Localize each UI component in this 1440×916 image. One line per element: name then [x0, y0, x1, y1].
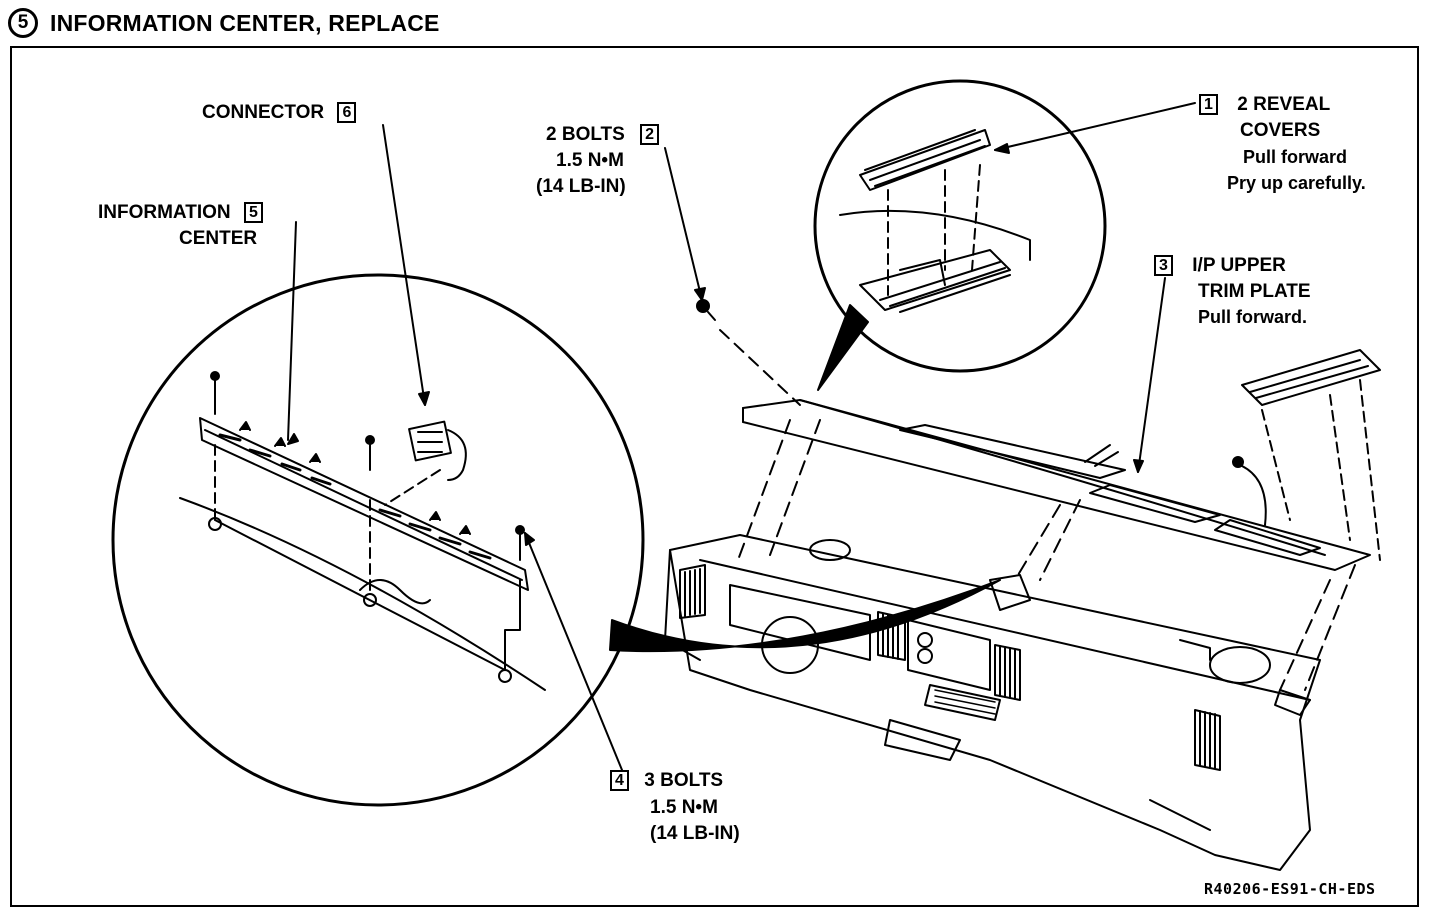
leader-bolts-3: [524, 532, 623, 771]
detail-link-wedge-left: [609, 579, 1001, 653]
step-number-badge: 5: [8, 8, 38, 38]
callout-bolts-3: 4 3 BOLTS: [610, 768, 723, 794]
leader-trim-plate: [1137, 277, 1166, 473]
callout-5-line1: INFORMATION: [98, 202, 231, 223]
callout-1-line2: COVERS: [1240, 120, 1321, 141]
detail-circle-left: [111, 273, 645, 807]
upper-trim-plate: [742, 399, 1371, 571]
reveal-cover-right: [1232, 349, 1381, 561]
callout-1-line4: Pry up carefully.: [1227, 173, 1366, 193]
callout-4-line3: (14 LB-IN): [650, 823, 740, 844]
callout-number-5: 5: [243, 202, 263, 224]
callout-1-line3: Pull forward: [1243, 147, 1348, 167]
callout-3-line3: Pull forward.: [1198, 307, 1308, 327]
instrument-panel: [664, 534, 1321, 871]
callout-number-1: 1: [1199, 94, 1218, 116]
callout-5-line2: CENTER: [179, 228, 258, 249]
detail-link-wedge-top: [817, 304, 869, 391]
reveal-cover-detail: [839, 129, 1031, 313]
diagram-title: INFORMATION CENTER, REPLACE: [50, 9, 440, 36]
callout-3-line2: TRIM PLATE: [1198, 281, 1311, 302]
detail-circle-top: [813, 79, 1107, 373]
bolts-left-detail: [210, 371, 525, 596]
callout-number-6: 6: [337, 102, 357, 124]
diagram-frame: [10, 46, 1419, 907]
assembly-guide-lines: [737, 419, 1356, 691]
callout-1-line1: 2 REVEAL: [1237, 94, 1331, 115]
leader-connector: [382, 124, 426, 406]
callout-3-line1: I/P UPPER: [1192, 255, 1286, 276]
callout-reveal-covers: 1 2 REVEAL: [1199, 92, 1330, 118]
callout-bolts-2: 2 BOLTS 2: [546, 122, 660, 148]
leader-info-center: [287, 221, 297, 441]
callout-2-line1: 2 BOLTS: [546, 124, 625, 145]
callout-2-line2: 1.5 N•M: [556, 150, 624, 171]
callout-number-4: 4: [610, 770, 629, 792]
connector-part: [384, 420, 467, 506]
callout-trim-plate: 3 I/P UPPER: [1154, 253, 1286, 279]
figure-code: R40206-ES91-CH-EDS: [1204, 880, 1376, 898]
callout-information-center: INFORMATION 5: [98, 200, 263, 226]
callout-4-line2: 1.5 N•M: [650, 797, 718, 818]
callout-number-2: 2: [640, 124, 660, 146]
callout-4-line1: 3 BOLTS: [644, 770, 724, 791]
diagram-title-row: 5 INFORMATION CENTER, REPLACE: [8, 6, 440, 40]
callout-connector: CONNECTOR 6: [202, 100, 357, 126]
leader-reveal-covers: [994, 102, 1196, 151]
leader-bolts-2: [664, 147, 703, 301]
callout-number-3: 3: [1154, 255, 1173, 277]
step-number: 5: [17, 12, 29, 33]
bolt-upper: [696, 299, 801, 406]
callout-6-line1: CONNECTOR: [202, 102, 325, 123]
mounting-bracket: [179, 497, 546, 691]
callout-2-line3: (14 LB-IN): [536, 176, 626, 197]
information-center-part: [199, 417, 529, 591]
